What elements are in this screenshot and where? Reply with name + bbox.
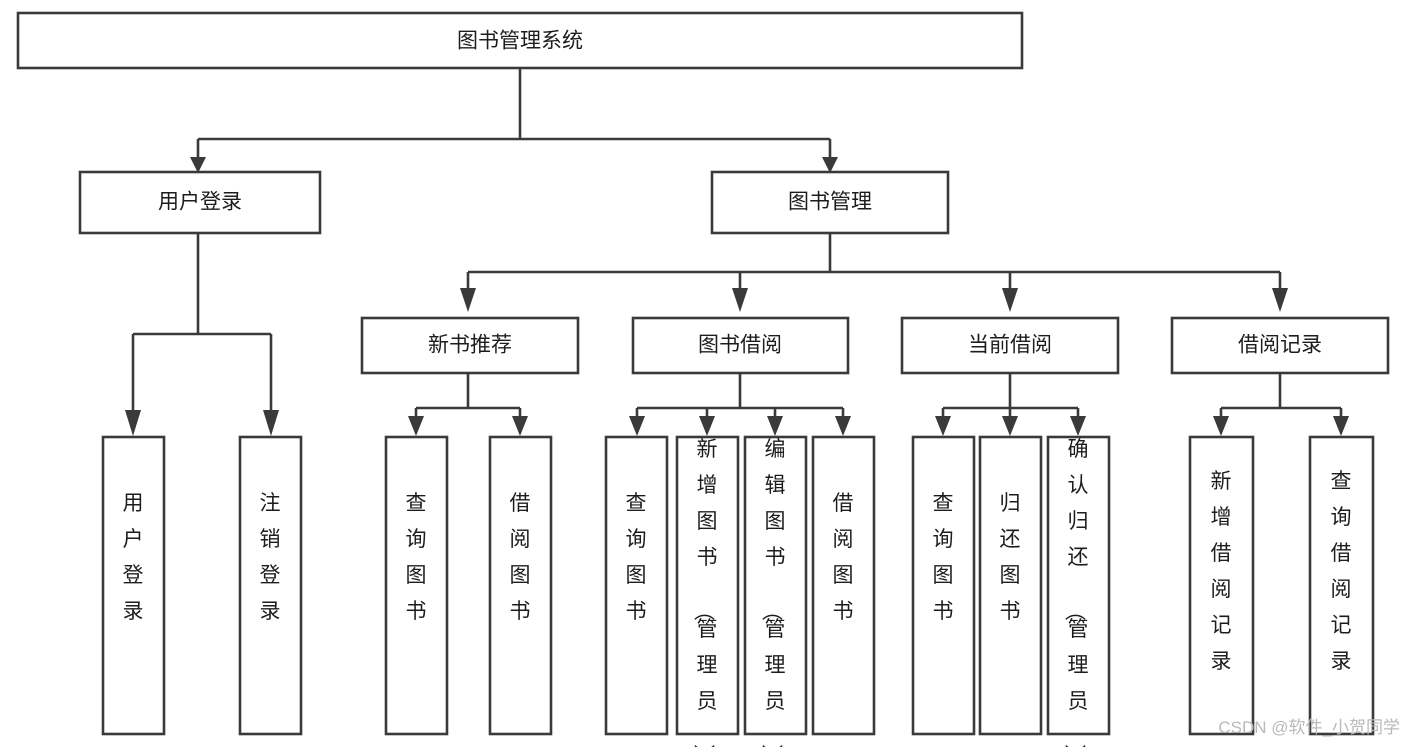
node-leaf-query-book-1-label: 查询图书 bbox=[406, 492, 427, 623]
node-root-label: 图书管理系统 bbox=[457, 30, 583, 53]
node-new-book-rec-label: 新书推荐 bbox=[428, 334, 512, 357]
node-leaf-borrow-book-2-box[interactable] bbox=[811, 435, 876, 736]
node-leaf-query-book-3-box[interactable] bbox=[911, 435, 976, 736]
node-leaf-query-record-label: 查询借阅记录 bbox=[1331, 470, 1352, 673]
arrow-head-leaf-query-book-2 bbox=[629, 416, 645, 436]
node-new-book-rec[interactable]: 新书推荐 bbox=[360, 316, 580, 375]
node-leaf-confirm-return-box[interactable] bbox=[1046, 435, 1111, 736]
node-leaf-return-book-label: 归还图书 bbox=[1000, 492, 1021, 623]
node-borrow-record[interactable]: 借阅记录 bbox=[1170, 316, 1390, 375]
node-current-borrow-label: 当前借阅 bbox=[968, 334, 1052, 357]
node-leaf-borrow-book-1-box[interactable] bbox=[488, 435, 553, 736]
node-book-manage-box[interactable] bbox=[710, 170, 950, 235]
arrow-head-current-borrow bbox=[1002, 288, 1018, 312]
node-leaf-user-logout[interactable]: 注销登录 bbox=[238, 435, 303, 736]
watermark-label: CSDN @软件_小贺同学 bbox=[1218, 718, 1400, 737]
arrow-head-user-login bbox=[190, 157, 206, 173]
node-leaf-user-login-box[interactable] bbox=[101, 435, 166, 736]
node-leaf-borrow-book-2[interactable]: 借阅图书 bbox=[811, 435, 876, 736]
arrow-head-leaf-user-login bbox=[125, 410, 141, 436]
node-current-borrow-box[interactable] bbox=[900, 316, 1120, 375]
arrow-head-leaf-query-book-3 bbox=[935, 416, 951, 436]
node-leaf-edit-book-box[interactable] bbox=[743, 435, 808, 736]
node-leaf-add-book-box[interactable] bbox=[675, 435, 740, 736]
connector-group-book-manage bbox=[460, 233, 1288, 312]
arrow-head-new-book-rec bbox=[460, 288, 476, 312]
node-book-borrow-label: 图书借阅 bbox=[698, 334, 782, 357]
node-leaf-borrow-book-1-label: 借阅图书 bbox=[510, 492, 531, 623]
node-leaf-borrow-book-2-label: 借阅图书 bbox=[833, 492, 854, 623]
node-leaf-borrow-book-1[interactable]: 借阅图书 bbox=[488, 435, 553, 736]
arrow-head-book-borrow bbox=[732, 288, 748, 312]
node-leaf-add-book[interactable]: 新增图书（管理员） bbox=[675, 435, 740, 747]
node-leaf-return-book[interactable]: 归还图书 bbox=[978, 435, 1043, 736]
node-leaf-query-book-3-label: 查询图书 bbox=[933, 492, 954, 623]
arrow-head-leaf-confirm-return bbox=[1070, 416, 1086, 436]
connector-group-current-borrow bbox=[935, 373, 1086, 436]
arrow-head-leaf-query-record bbox=[1333, 416, 1349, 436]
node-user-login-box[interactable] bbox=[78, 170, 322, 235]
arrow-head-leaf-borrow-book-2 bbox=[835, 416, 851, 436]
node-borrow-record-label: 借阅记录 bbox=[1238, 334, 1322, 357]
node-book-borrow[interactable]: 图书借阅 bbox=[631, 316, 850, 375]
arrow-head-book-manage bbox=[822, 157, 838, 173]
arrow-head-leaf-add-record bbox=[1213, 416, 1229, 436]
node-book-borrow-box[interactable] bbox=[631, 316, 850, 375]
node-book-manage-label: 图书管理 bbox=[788, 191, 872, 214]
node-user-login[interactable]: 用户登录 bbox=[78, 170, 322, 235]
node-leaf-user-login[interactable]: 用户登录 bbox=[101, 435, 166, 736]
node-root[interactable]: 图书管理系统 bbox=[16, 11, 1024, 70]
arrow-head-borrow-record bbox=[1272, 288, 1288, 312]
node-current-borrow[interactable]: 当前借阅 bbox=[900, 316, 1120, 375]
node-new-book-rec-box[interactable] bbox=[360, 316, 580, 375]
node-user-login-label: 用户登录 bbox=[158, 191, 242, 214]
node-leaf-query-record-box[interactable] bbox=[1308, 435, 1375, 736]
node-leaf-edit-book-label: 编辑图书（管理员） bbox=[760, 438, 786, 747]
arrow-head-leaf-edit-book bbox=[767, 416, 783, 436]
arrow-head-leaf-return-book bbox=[1002, 416, 1018, 436]
connector-group-borrow-record bbox=[1213, 373, 1349, 436]
node-leaf-query-book-2-box[interactable] bbox=[604, 435, 669, 736]
node-leaf-confirm-return-label: 确认归还（管理员） bbox=[1063, 438, 1089, 747]
node-leaf-add-record-box[interactable] bbox=[1188, 435, 1255, 736]
node-leaf-user-login-label: 用户登录 bbox=[123, 492, 144, 623]
node-root-box[interactable] bbox=[16, 11, 1024, 70]
connector-group-book-borrow bbox=[629, 373, 851, 436]
node-leaf-add-record-label: 新增借阅记录 bbox=[1211, 470, 1232, 673]
node-borrow-record-box[interactable] bbox=[1170, 316, 1390, 375]
arrow-head-leaf-borrow-book-1 bbox=[512, 416, 528, 436]
node-leaf-return-book-box[interactable] bbox=[978, 435, 1043, 736]
node-leaf-query-book-1[interactable]: 查询图书 bbox=[384, 435, 449, 736]
node-leaf-query-book-2-label: 查询图书 bbox=[626, 492, 647, 623]
node-book-manage[interactable]: 图书管理 bbox=[710, 170, 950, 235]
connector-group-root bbox=[190, 68, 838, 173]
arrow-head-leaf-user-logout bbox=[263, 410, 279, 436]
node-leaf-user-logout-box[interactable] bbox=[238, 435, 303, 736]
node-leaf-confirm-return[interactable]: 确认归还（管理员） bbox=[1046, 435, 1111, 747]
arrow-head-leaf-query-book-1 bbox=[408, 416, 424, 436]
connector-group-user-login bbox=[125, 233, 279, 436]
node-leaf-query-book-2[interactable]: 查询图书 bbox=[604, 435, 669, 736]
node-leaf-add-book-label: 新增图书（管理员） bbox=[692, 438, 718, 747]
node-leaf-edit-book[interactable]: 编辑图书（管理员） bbox=[743, 435, 808, 747]
connector-group-new-book-rec bbox=[408, 373, 528, 436]
node-leaf-user-logout-label: 注销登录 bbox=[260, 492, 281, 623]
node-leaf-query-book-3[interactable]: 查询图书 bbox=[911, 435, 976, 736]
node-leaf-add-record[interactable]: 新增借阅记录 bbox=[1188, 435, 1255, 736]
node-leaf-query-book-1-box[interactable] bbox=[384, 435, 449, 736]
node-leaf-query-record[interactable]: 查询借阅记录 bbox=[1308, 435, 1375, 736]
arrow-head-leaf-add-book bbox=[699, 416, 715, 436]
